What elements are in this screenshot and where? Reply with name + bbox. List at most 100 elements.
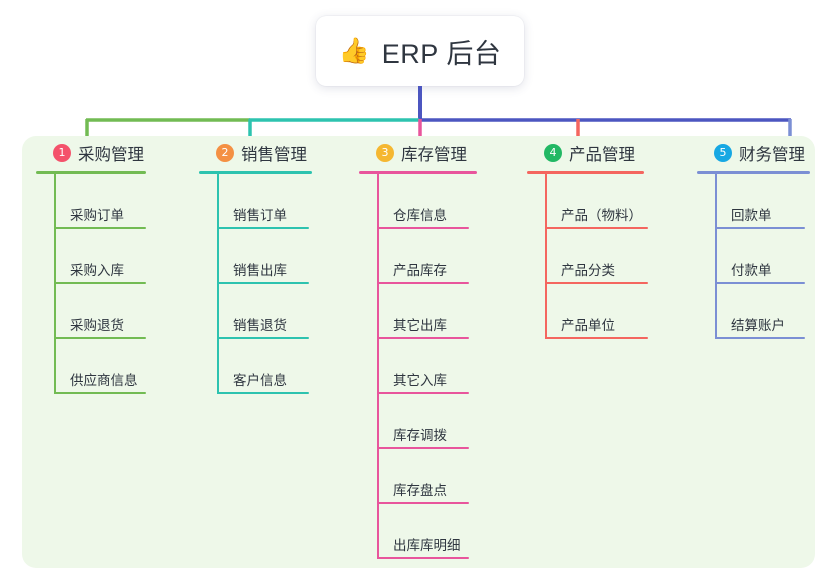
menu-item-label: 回款单 — [731, 208, 772, 223]
menu-item-rule — [545, 337, 648, 339]
menu-item-rule — [54, 392, 146, 394]
menu-item[interactable]: 库存调拨 — [377, 394, 477, 449]
menu-item-rule — [715, 227, 805, 229]
menu-item-rule — [715, 282, 805, 284]
menu-item[interactable]: 仓库信息 — [377, 174, 477, 229]
menu-item-rule — [217, 227, 309, 229]
menu-item[interactable]: 供应商信息 — [54, 339, 156, 394]
column-spine-4 — [545, 174, 547, 339]
menu-item-label: 采购订单 — [70, 208, 124, 223]
menu-item-rule — [377, 337, 469, 339]
menu-item-label: 出库库明细 — [393, 538, 461, 553]
column-rule-4 — [527, 171, 644, 174]
column-1: 1 采购管理采购订单采购入库采购退货供应商信息 — [36, 136, 156, 394]
menu-item[interactable]: 采购入库 — [54, 229, 156, 284]
menu-item[interactable]: 客户信息 — [217, 339, 312, 394]
thumbs-up-icon: 👍 — [338, 36, 370, 65]
column-title-2: 销售管理 — [241, 146, 307, 164]
menu-item-label: 销售出库 — [233, 263, 287, 278]
menu-item-rule — [54, 337, 146, 339]
menu-item-label: 产品库存 — [393, 263, 447, 278]
column-rule-2 — [199, 171, 312, 174]
column-badge-2: 2 — [216, 144, 234, 162]
menu-item-label: 采购退货 — [70, 318, 124, 333]
menu-item-rule — [545, 227, 648, 229]
menu-item-rule — [217, 392, 309, 394]
menu-item[interactable]: 回款单 — [715, 174, 810, 229]
menu-item[interactable]: 产品库存 — [377, 229, 477, 284]
menu-item-label: 采购入库 — [70, 263, 124, 278]
menu-item-rule — [715, 337, 805, 339]
menu-item-rule — [377, 502, 469, 504]
menu-item[interactable]: 其它出库 — [377, 284, 477, 339]
column-items-2: 销售订单销售出库销售退货客户信息 — [217, 174, 312, 394]
menu-item-label: 产品（物料） — [561, 208, 642, 223]
menu-item-rule — [377, 282, 469, 284]
menu-item[interactable]: 出库库明细 — [377, 504, 477, 559]
menu-item-label: 其它入库 — [393, 373, 447, 388]
column-2: 2 销售管理销售订单销售出库销售退货客户信息 — [199, 136, 312, 394]
column-items-3: 仓库信息产品库存其它出库其它入库库存调拨库存盘点出库库明细 — [377, 174, 477, 559]
column-title-4: 产品管理 — [569, 146, 635, 164]
column-rule-5 — [697, 171, 810, 174]
menu-item-label: 销售订单 — [233, 208, 287, 223]
menu-item-rule — [377, 557, 469, 559]
root-title-content: 👍 ERP 后台 — [339, 32, 502, 71]
menu-item-label: 产品分类 — [561, 263, 615, 278]
diagram-panel — [22, 136, 815, 568]
column-5: 5 财务管理回款单付款单结算账户 — [697, 136, 810, 339]
menu-item-label: 其它出库 — [393, 318, 447, 333]
column-spine-1 — [54, 174, 56, 394]
column-title-3: 库存管理 — [401, 146, 467, 164]
menu-item-rule — [377, 392, 469, 394]
menu-item[interactable]: 库存盘点 — [377, 449, 477, 504]
column-badge-5: 5 — [714, 144, 732, 162]
menu-item[interactable]: 产品（物料） — [545, 174, 648, 229]
menu-item-label: 付款单 — [731, 263, 772, 278]
menu-item[interactable]: 销售退货 — [217, 284, 312, 339]
column-header-2[interactable]: 2 销售管理 — [199, 136, 312, 170]
menu-item[interactable]: 采购订单 — [54, 174, 156, 229]
column-rule-3 — [359, 171, 477, 174]
column-title-5: 财务管理 — [739, 146, 805, 164]
menu-item-label: 销售退货 — [233, 318, 287, 333]
column-header-5[interactable]: 5 财务管理 — [697, 136, 810, 170]
menu-item-rule — [54, 227, 146, 229]
column-rule-1 — [36, 171, 146, 174]
menu-item-label: 结算账户 — [731, 318, 785, 333]
menu-item-rule — [545, 282, 648, 284]
menu-item[interactable]: 付款单 — [715, 229, 810, 284]
menu-item[interactable]: 销售出库 — [217, 229, 312, 284]
menu-item-rule — [217, 337, 309, 339]
column-badge-3: 3 — [376, 144, 394, 162]
root-title-card[interactable]: 👍 ERP 后台 — [316, 16, 524, 86]
menu-item[interactable]: 结算账户 — [715, 284, 810, 339]
column-badge-4: 4 — [544, 144, 562, 162]
menu-item[interactable]: 销售订单 — [217, 174, 312, 229]
column-spine-5 — [715, 174, 717, 339]
menu-item-label: 库存盘点 — [393, 483, 447, 498]
menu-item[interactable]: 其它入库 — [377, 339, 477, 394]
menu-item[interactable]: 产品分类 — [545, 229, 648, 284]
menu-item-label: 仓库信息 — [393, 208, 447, 223]
column-badge-1: 1 — [53, 144, 71, 162]
menu-item-rule — [377, 227, 469, 229]
menu-item[interactable]: 产品单位 — [545, 284, 648, 339]
menu-item-rule — [54, 282, 146, 284]
menu-item[interactable]: 采购退货 — [54, 284, 156, 339]
column-title-1: 采购管理 — [78, 146, 144, 164]
column-header-4[interactable]: 4 产品管理 — [527, 136, 644, 170]
column-items-1: 采购订单采购入库采购退货供应商信息 — [54, 174, 156, 394]
column-3: 3 库存管理仓库信息产品库存其它出库其它入库库存调拨库存盘点出库库明细 — [359, 136, 477, 559]
menu-item-rule — [217, 282, 309, 284]
column-spine-2 — [217, 174, 219, 394]
column-items-4: 产品（物料） 产品分类产品单位 — [545, 174, 648, 339]
menu-item-label: 供应商信息 — [70, 373, 138, 388]
menu-item-rule — [377, 447, 469, 449]
column-spine-3 — [377, 174, 379, 559]
menu-item-label: 产品单位 — [561, 318, 615, 333]
page-title: ERP 后台 — [381, 38, 502, 69]
column-header-3[interactable]: 3 库存管理 — [359, 136, 477, 170]
column-header-1[interactable]: 1 采购管理 — [36, 136, 156, 170]
column-items-5: 回款单付款单结算账户 — [715, 174, 810, 339]
